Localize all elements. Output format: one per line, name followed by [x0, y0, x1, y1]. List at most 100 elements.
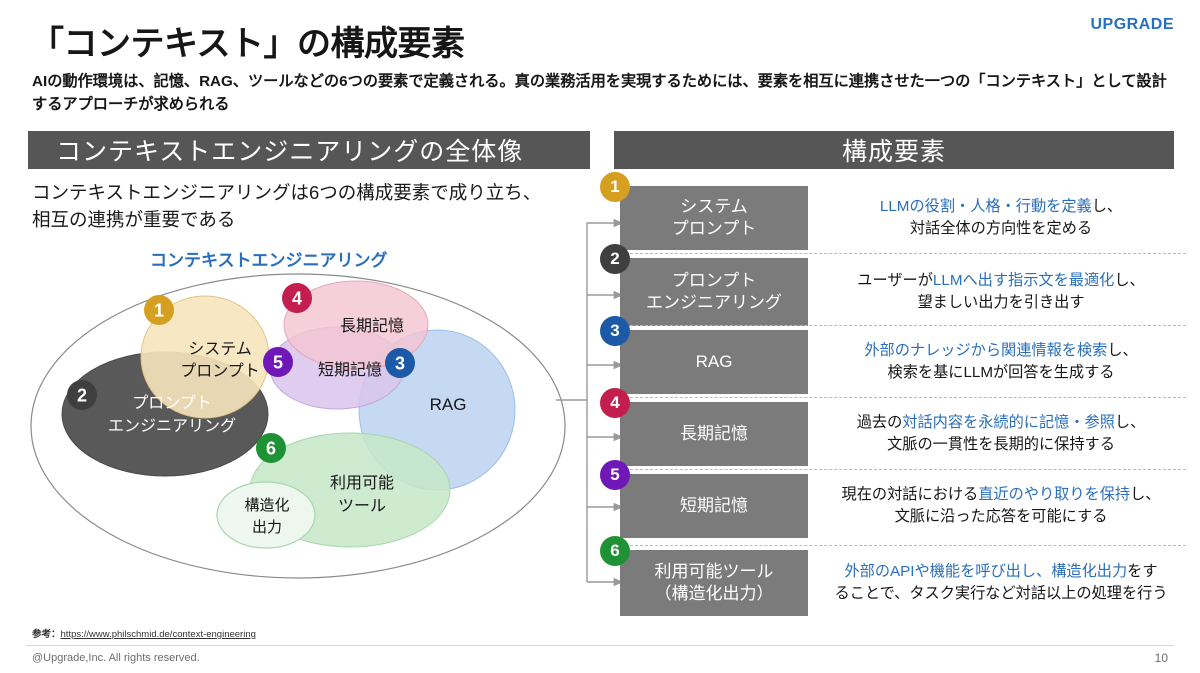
component-title-box[interactable]: プロンプトエンジニアリング [620, 258, 808, 326]
component-row: 6 利用可能ツール （構造化出力） 外部のAPIや機能を呼び出し、構造化出力をすること… [600, 536, 1190, 616]
page-title: 「コンテキスト」の構成要素 [30, 25, 465, 63]
venn-caption: コンテキストエンジニアリング [150, 251, 388, 270]
svg-text:6: 6 [266, 439, 276, 459]
row-separator [620, 397, 1186, 398]
description-text: 現在の対話における [841, 485, 979, 503]
venn-diagram: システムプロンプトプロンプトエンジニアリングRAG長期記憶短期記憶利用可能ツール… [30, 273, 566, 579]
left-panel-lead: コンテキストエンジニアリングは6つの構成要素で成り立ち、相互の連携が重要である [32, 182, 542, 231]
venn-bubble-4 [283, 280, 429, 370]
lead-paragraph: AIの動作環境は、記憶、RAG、ツールなどの6つの要素で定義される。真の業務活用… [32, 73, 1167, 114]
section-band-right: 構成要素 [614, 131, 1174, 169]
venn-bubble-structured-output [216, 481, 316, 549]
row-number-badge: 2 [600, 244, 630, 274]
section-band-left-label: コンテキストエンジニアリングの全体像 [56, 138, 524, 166]
description-highlight: LLMへ出す指示文を最適化 [932, 271, 1115, 289]
component-title-line: 利用可能ツール [654, 562, 774, 582]
component-title-box[interactable]: 短期記憶 [620, 474, 808, 538]
footer-divider [26, 645, 1174, 646]
description-text: 検索を基にLLMが回答を生成する [887, 364, 1115, 381]
component-title-line: （構造化出力） [654, 584, 774, 603]
description-text: ユーザーが [857, 271, 933, 289]
component-row: 4 長期記憶 過去の対話内容を永続的に記憶・参照し、文脈の一貫性を長期的に保持する [600, 388, 1190, 466]
svg-text:4: 4 [292, 289, 302, 309]
row-number-badge: 4 [600, 388, 630, 418]
venn-outer-ellipse [30, 273, 566, 579]
component-description: LLMの役割・人格・行動を定義し、対話全体の方向性を定める [812, 186, 1190, 250]
component-title-line: 長期記憶 [680, 424, 748, 444]
venn-badge-5: 5 [263, 347, 293, 377]
row-separator [620, 253, 1186, 254]
section-band-right-label: 構成要素 [841, 138, 946, 166]
description-highlight: 外部のナレッジから関連情報を検索 [864, 341, 1108, 359]
description-highlight: 対話内容を永続的に記憶・参照 [902, 413, 1115, 431]
description-text: し、 [1091, 197, 1123, 215]
venn-label: ツール [338, 498, 386, 515]
venn-badge-3: 3 [385, 348, 415, 378]
description-text: し、 [1114, 271, 1145, 289]
venn-label: 長期記憶 [340, 317, 404, 335]
venn-label: 構造化 [244, 497, 289, 514]
row-separator [620, 469, 1186, 470]
svg-text:3: 3 [395, 354, 405, 374]
svg-text:2: 2 [77, 386, 87, 406]
component-title-box[interactable]: 利用可能ツール （構造化出力） [620, 550, 808, 616]
description-text: をす [1127, 562, 1158, 580]
row-separator [620, 325, 1186, 326]
copyright-text: @Upgrade,Inc. All rights reserved. [32, 652, 200, 664]
page-number: 10 [1154, 651, 1168, 665]
component-title-box[interactable]: 長期記憶 [620, 402, 808, 466]
row-number-badge: 1 [600, 172, 630, 202]
svg-text:1: 1 [154, 301, 164, 321]
venn-badge-4: 4 [282, 283, 312, 313]
venn-label: プロンプト [132, 394, 212, 412]
reference-url[interactable]: https://www.philschmid.de/context-engine… [60, 629, 256, 640]
component-description: 外部のナレッジから関連情報を検索し、検索を基にLLMが回答を生成する [812, 330, 1190, 394]
description-text: 文脈に沿った応答を可能にする [894, 508, 1108, 525]
component-description: 過去の対話内容を永続的に記憶・参照し、文脈の一貫性を長期的に保持する [812, 402, 1190, 466]
brand-logo: UPGRADE [1090, 16, 1174, 33]
description-highlight: 直近のやり取りを保持 [978, 485, 1131, 503]
row-number-badge: 6 [600, 536, 630, 566]
venn-label: 短期記憶 [318, 361, 382, 379]
component-description: ユーザーがLLMへ出す指示文を最適化し、望ましい出力を引き出す [812, 258, 1190, 326]
reference-note: 参考：https://www.philschmid.de/context-eng… [32, 626, 256, 640]
description-highlight: LLMの役割・人格・行動を定義 [879, 197, 1092, 215]
component-title-line: エンジニアリング [646, 293, 782, 312]
venn-label: 利用可能 [330, 474, 394, 492]
section-band-left: コンテキストエンジニアリングの全体像 [28, 131, 590, 169]
component-description: 現在の対話における直近のやり取りを保持し、文脈に沿った応答を可能にする [812, 474, 1190, 538]
description-highlight: 外部のAPIや機能を呼び出し、構造化出力 [844, 562, 1128, 580]
component-title-line: 短期記憶 [680, 496, 748, 516]
description-text: し、 [1114, 413, 1146, 431]
description-text: ることで、タスク実行など対話以上の処理を行う [834, 585, 1168, 602]
row-number-badge: 5 [600, 460, 630, 490]
description-text: し、 [1107, 341, 1138, 359]
venn-label: プロンプト [180, 362, 260, 380]
component-title-box[interactable]: RAG [620, 330, 808, 394]
description-text: し、 [1130, 485, 1161, 503]
venn-label: エンジニアリング [108, 417, 236, 435]
component-row: 5 短期記憶 現在の対話における直近のやり取りを保持し、文脈に沿った応答を可能にする [600, 460, 1190, 538]
description-text: 望ましい出力を引き出す [917, 294, 1085, 311]
description-text: 対話全体の方向性を定める [909, 220, 1093, 237]
component-title-line: プロンプト [671, 271, 757, 291]
venn-label: 出力 [252, 519, 282, 536]
row-separator [620, 545, 1186, 546]
component-description: 外部のAPIや機能を呼び出し、構造化出力をすることで、タスク実行など対話以上の処… [812, 550, 1190, 616]
venn-badge-6: 6 [256, 433, 286, 463]
venn-badge-1: 1 [144, 295, 174, 325]
venn-label: システム [188, 341, 252, 358]
component-title-line: プロンプト [671, 219, 757, 238]
component-title-line: RAG [695, 352, 733, 372]
component-title-box[interactable]: システムプロンプト [620, 186, 808, 250]
reference-label: 参考： [32, 629, 61, 640]
venn-badge-2: 2 [67, 380, 97, 410]
row-number-badge: 3 [600, 316, 630, 346]
venn-label: RAG [430, 395, 467, 414]
svg-text:5: 5 [273, 353, 283, 373]
component-title-line: システム [680, 197, 748, 217]
